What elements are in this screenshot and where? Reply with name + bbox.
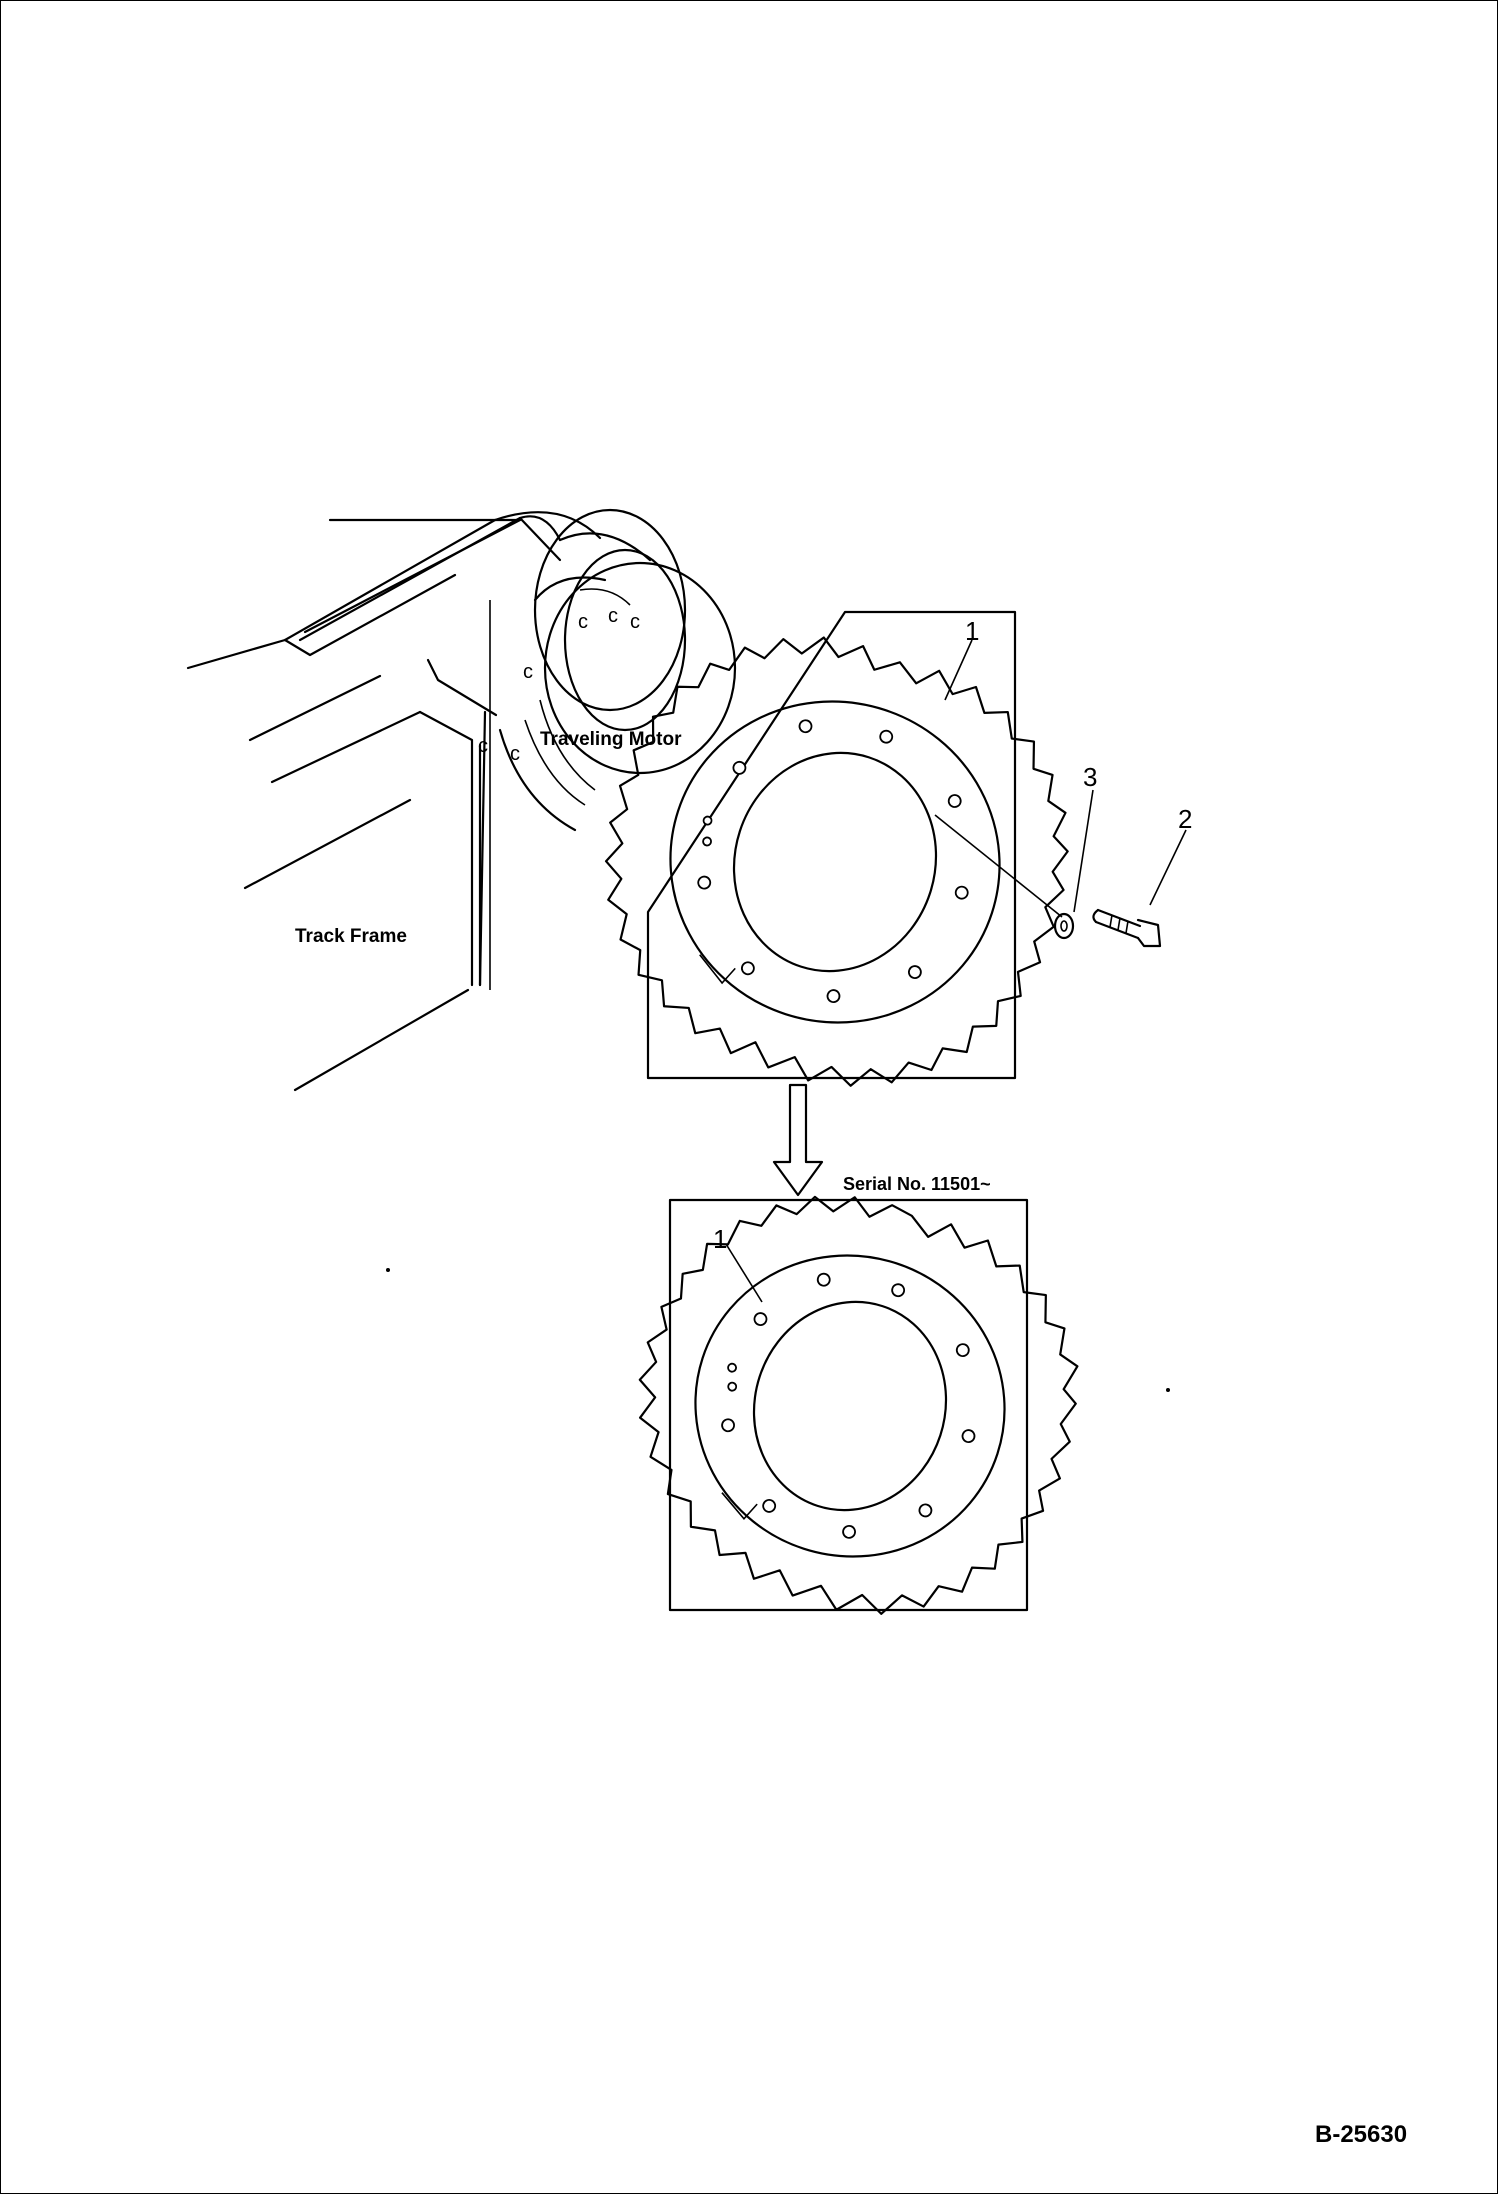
svg-text:c: c bbox=[578, 611, 588, 633]
callout-sprocket-lower: 1 bbox=[713, 1224, 727, 1254]
callout-washer: 3 bbox=[1083, 762, 1097, 792]
arrow-down bbox=[772, 1083, 824, 1197]
bolt bbox=[1092, 908, 1162, 948]
svg-text:c: c bbox=[478, 735, 488, 757]
lower-detail-box bbox=[668, 1198, 1029, 1612]
sprocket-upper bbox=[604, 636, 1069, 1087]
serial-number-label: Serial No. 11501~ bbox=[843, 1174, 991, 1194]
upper-detail-box bbox=[646, 610, 1017, 1080]
svg-text:c: c bbox=[630, 611, 640, 633]
sprocket-lower bbox=[638, 1195, 1079, 1615]
traveling-motor: c c c c c c bbox=[298, 508, 737, 832]
track-frame-label: Track Frame bbox=[295, 926, 407, 947]
callout-bolt: 2 bbox=[1178, 804, 1192, 834]
svg-text:c: c bbox=[608, 605, 618, 627]
svg-text:c: c bbox=[510, 743, 520, 765]
svg-text:c: c bbox=[523, 661, 533, 683]
bolt-leader-line bbox=[934, 814, 1063, 918]
callout-sprocket-upper: 1 bbox=[965, 616, 979, 646]
drawing-code: B-25630 bbox=[1315, 2121, 1407, 2148]
washer bbox=[1053, 912, 1075, 940]
track-frame bbox=[186, 518, 522, 1092]
traveling-motor-label: Traveling Motor bbox=[540, 729, 682, 750]
